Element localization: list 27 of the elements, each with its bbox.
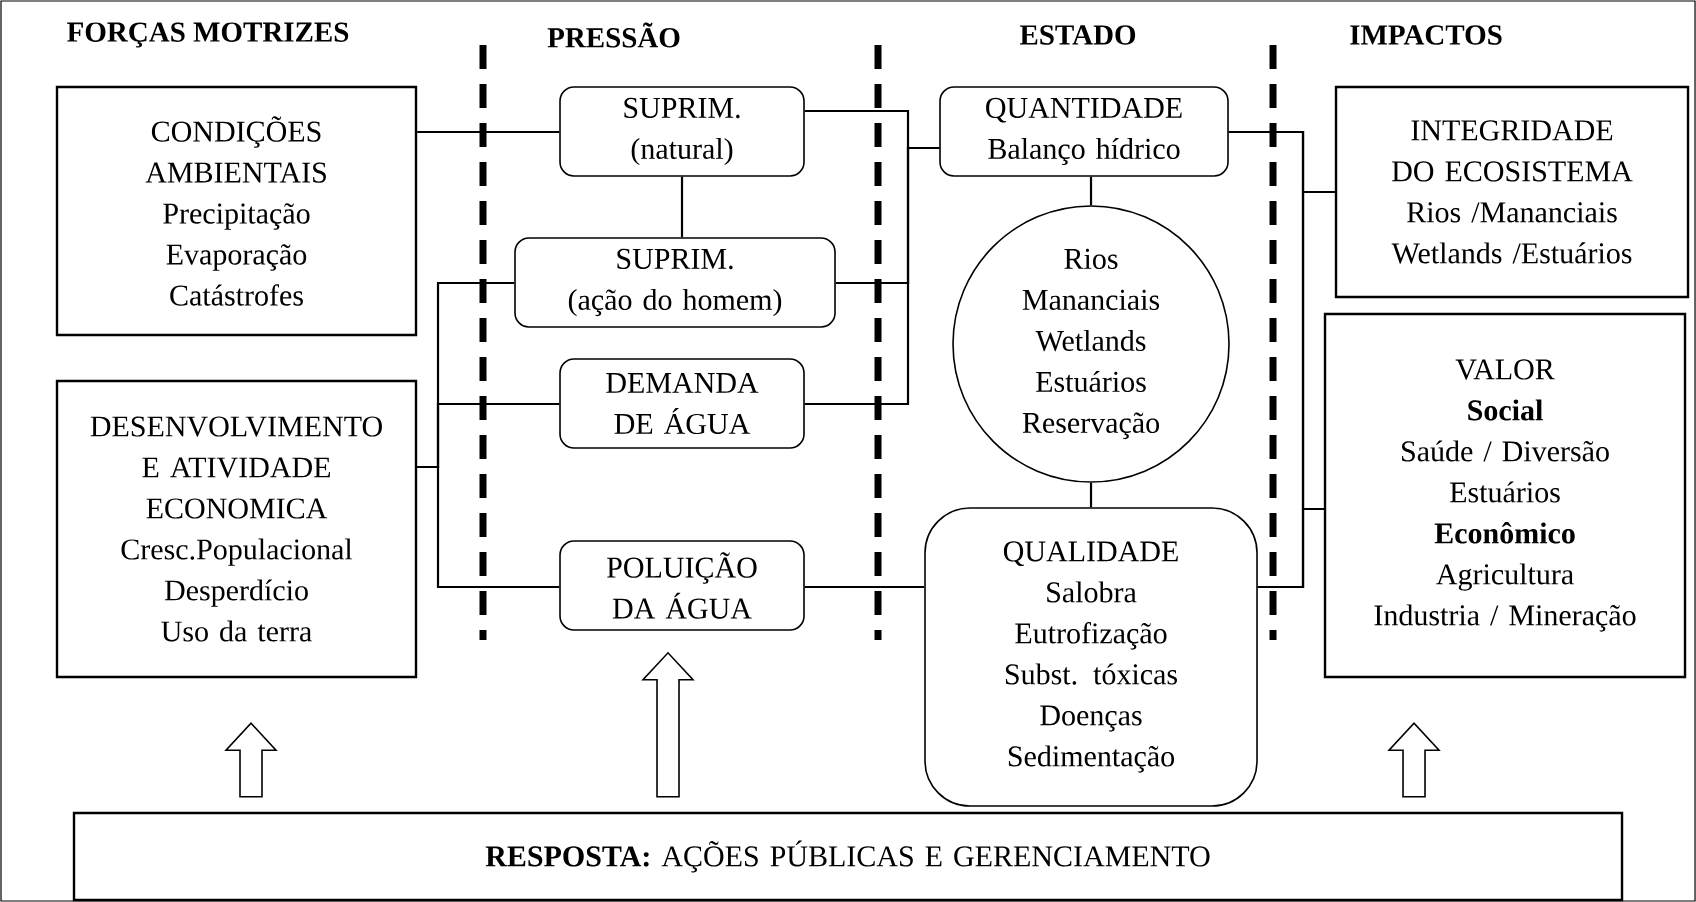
connector-line (1257, 507, 1324, 589)
process-box: CONDIÇÕES AMBIENTAIS Precipitação Evaporação Catástrofes (55, 85, 418, 337)
process-box: INTEGRIDADE DO ECOSISTEMA Rios /Mananciais Wetlands /Estuários (1334, 85, 1690, 299)
rounded-box: QUANTIDADE Balanço hídrico (939, 86, 1229, 177)
process-box: VALOR Social Saúde / Diversão Estuários Econômico Agricultura Industria / Mineração (1323, 312, 1687, 679)
rounded-box: DEMANDA DE ÁGUA (559, 358, 805, 449)
connector-line (804, 146, 940, 406)
process-box: DESENVOLVIMENTO E ATIVIDADE ECONOMICA Cresc.Populacional Desperdício Uso da terra (55, 379, 418, 679)
rounded-box: SUPRIM. (natural) (559, 86, 805, 177)
column-heading: FORÇAS MOTRIZES (67, 22, 349, 48)
column-heading: ESTADO (1019, 25, 1136, 45)
circle-node: Rios Mananciais Wetlands Estuários Reservação (952, 205, 1230, 483)
response-box: RESPOSTA: AÇÕES PÚBLICAS E GERENCIAMENTO (72, 811, 1624, 902)
connector-line (417, 465, 560, 589)
block-arrow (224, 722, 278, 798)
connector-line (1089, 176, 1093, 206)
rounded-box: POLUIÇÃO DA ÁGUA (559, 540, 805, 631)
column-heading: IMPACTOS (1350, 25, 1502, 45)
rounded-box: QUALIDADE Salobra Eutrofização Subst. tóxicas Doenças Sedimentação (924, 507, 1258, 807)
connector-line (1089, 482, 1093, 508)
column-heading: PRESSÃO (547, 22, 680, 48)
connector-line (417, 130, 560, 134)
block-arrow (641, 651, 695, 798)
connector-line (804, 585, 925, 589)
block-arrow (1387, 722, 1441, 798)
connector-line (680, 176, 684, 238)
rounded-box: SUPRIM. (ação do homem) (514, 237, 836, 328)
